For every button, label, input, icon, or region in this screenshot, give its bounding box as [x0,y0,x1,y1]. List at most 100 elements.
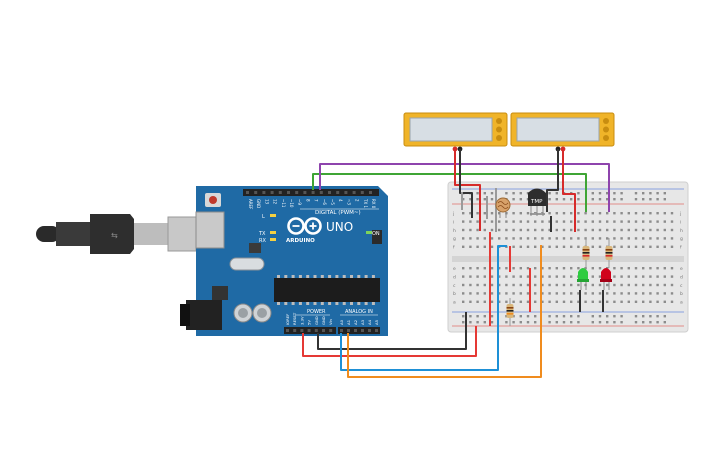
breadboard-hole[interactable] [591,237,594,240]
breadboard-hole[interactable] [670,283,674,287]
breadboard-hole[interactable] [469,220,472,223]
breadboard-hole[interactable] [483,321,486,324]
breadboard-hole[interactable] [562,283,566,287]
breadboard-hole[interactable] [505,275,508,278]
breadboard-hole[interactable] [534,315,537,318]
breadboard-hole[interactable] [627,245,630,248]
breadboard-hole[interactable] [469,275,472,278]
breadboard-hole[interactable] [562,228,566,232]
breadboard-hole[interactable] [606,212,609,215]
header-hole[interactable] [300,329,304,332]
breadboard-hole[interactable] [627,292,630,295]
breadboard-hole[interactable] [555,300,558,303]
breadboard-hole[interactable] [562,245,566,248]
breadboard-hole[interactable] [555,321,558,324]
breadboard-hole[interactable] [663,275,666,278]
breadboard-hole[interactable] [512,198,515,201]
breadboard-hole[interactable] [649,245,652,248]
breadboard-hole[interactable] [483,245,486,248]
breadboard-hole[interactable] [562,212,566,215]
breadboard-hole[interactable] [577,292,580,295]
breadboard-hole[interactable] [469,198,472,201]
breadboard-hole[interactable] [656,245,659,248]
breadboard-hole[interactable] [598,292,602,295]
header-hole[interactable] [246,191,249,194]
breadboard-hole[interactable] [469,245,472,248]
breadboard-hole[interactable] [663,192,666,195]
breadboard-hole[interactable] [649,237,652,240]
header-hole[interactable] [368,329,371,332]
breadboard-hole[interactable] [634,220,638,223]
breadboard-hole[interactable] [548,275,551,278]
breadboard-hole[interactable] [555,198,558,201]
breadboard-hole[interactable] [562,300,566,303]
breadboard-hole[interactable] [649,275,652,278]
breadboard-hole[interactable] [577,198,580,201]
breadboard-hole[interactable] [476,220,479,223]
wire-a1-orange[interactable] [347,245,542,378]
header-hole[interactable] [311,191,315,194]
breadboard-hole[interactable] [598,220,602,223]
multimeter-1-knob-1[interactable] [496,118,502,124]
breadboard-hole[interactable] [483,267,486,270]
breadboard-hole[interactable] [613,212,616,215]
breadboard-hole[interactable] [656,212,659,215]
breadboard-hole[interactable] [490,212,494,215]
breadboard-hole[interactable] [606,315,609,318]
breadboard-hole[interactable] [627,237,630,240]
breadboard-hole[interactable] [519,292,522,295]
breadboard-hole[interactable] [476,237,479,240]
breadboard-hole[interactable] [613,228,616,232]
breadboard-hole[interactable] [584,212,587,215]
wire-gnd-black[interactable] [317,312,467,350]
breadboard-hole[interactable] [512,300,515,303]
breadboard-hole[interactable] [613,315,616,318]
breadboard-hole[interactable] [634,300,638,303]
breadboard-hole[interactable] [526,292,530,295]
header-hole[interactable] [352,191,356,194]
breadboard-hole[interactable] [512,267,515,270]
breadboard-hole[interactable] [483,283,486,287]
breadboard-hole[interactable] [469,292,472,295]
breadboard-hole[interactable] [649,228,652,232]
breadboard-hole[interactable] [483,192,486,195]
breadboard-hole[interactable] [548,220,551,223]
breadboard-hole[interactable] [598,315,602,318]
breadboard-hole[interactable] [620,245,623,248]
breadboard-hole[interactable] [591,283,594,287]
breadboard-hole[interactable] [634,245,638,248]
header-hole[interactable] [336,191,340,194]
breadboard-hole[interactable] [577,192,580,195]
breadboard-hole[interactable] [541,275,544,278]
breadboard-hole[interactable] [483,315,486,318]
breadboard-hole[interactable] [469,283,472,287]
breadboard-hole[interactable] [505,228,508,232]
breadboard-hole[interactable] [598,192,602,195]
breadboard-hole[interactable] [534,267,537,270]
breadboard-hole[interactable] [577,212,580,215]
breadboard-hole[interactable] [548,192,551,195]
breadboard-hole[interactable] [555,275,558,278]
header-hole[interactable] [322,329,325,332]
breadboard-hole[interactable] [498,292,501,295]
breadboard-hole[interactable] [490,220,494,223]
breadboard-hole[interactable] [541,283,544,287]
breadboard-hole[interactable] [512,237,515,240]
breadboard-hole[interactable] [476,321,479,324]
breadboard-hole[interactable] [483,212,486,215]
breadboard-hole[interactable] [656,315,659,318]
breadboard-hole[interactable] [570,228,573,232]
header-hole[interactable] [354,329,357,332]
breadboard-hole[interactable] [512,228,515,232]
breadboard-hole[interactable] [613,267,616,270]
header-hole[interactable] [307,329,311,332]
breadboard-hole[interactable] [469,267,472,270]
breadboard-hole[interactable] [555,228,558,232]
breadboard-hole[interactable] [505,237,508,240]
breadboard-hole[interactable] [634,267,638,270]
header-hole[interactable] [295,191,299,194]
breadboard-hole[interactable] [526,300,530,303]
breadboard-hole[interactable] [555,245,558,248]
breadboard-hole[interactable] [591,315,594,318]
breadboard-hole[interactable] [606,192,609,195]
